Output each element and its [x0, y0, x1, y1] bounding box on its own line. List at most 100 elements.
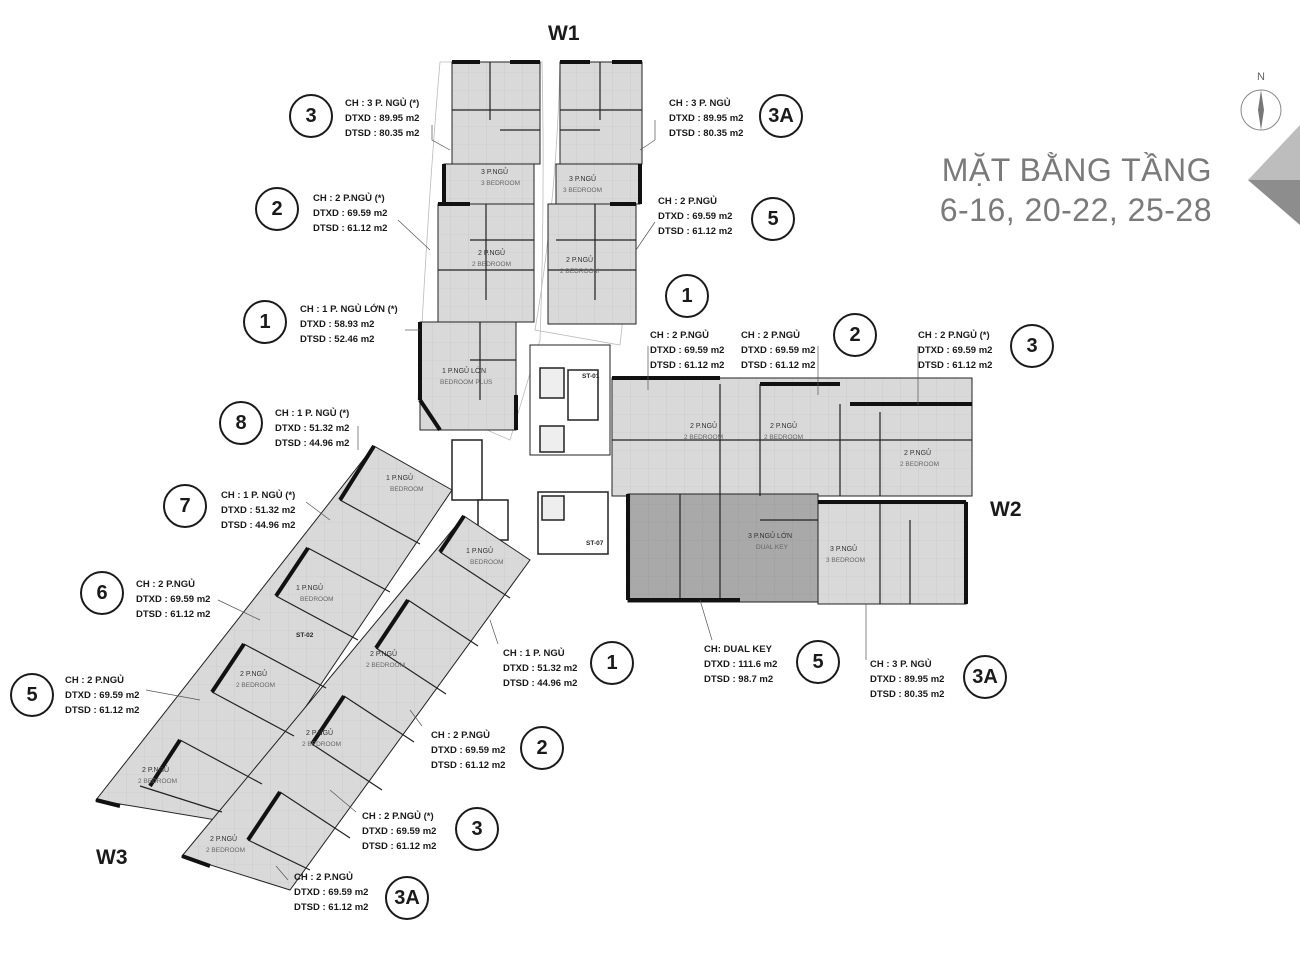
- unit-badge: 3A: [759, 94, 803, 138]
- unit-info: CH : 2 P.NGỦ (*) DTXD : 69.59 m2 DTSD : …: [313, 191, 387, 236]
- unit-dtsd: DTSD : 61.12 m2: [294, 902, 369, 913]
- room-label: 2 P.NGỦ: [690, 421, 717, 430]
- unit-info: CH : 2 P.NGỦ DTXD : 69.59 m2 DTSD : 61.1…: [658, 194, 732, 239]
- unit-badge: 5: [10, 673, 54, 717]
- unit-dtxd: DTXD : 89.95 m2: [345, 113, 420, 124]
- room-label: 2 P.NGỦ: [478, 248, 505, 257]
- unit-dtxd: DTXD : 69.59 m2: [136, 594, 211, 605]
- unit-info: CH : 2 P.NGỦ DTXD : 69.59 m2 DTSD : 61.1…: [741, 328, 815, 373]
- unit-dtsd: DTSD : 80.35 m2: [345, 128, 420, 139]
- unit-info: CH : 3 P. NGỦ DTXD : 89.95 m2 DTSD : 80.…: [870, 657, 944, 702]
- room-label-en: BEDROOM: [470, 559, 504, 566]
- stair-label: ST-07: [586, 540, 604, 547]
- room-label: 3 P.NGỦ: [481, 167, 508, 176]
- wing-label-w2: W2: [990, 498, 1022, 521]
- unit-info: CH : 3 P. NGỦ DTXD : 89.95 m2 DTSD : 80.…: [669, 96, 743, 141]
- unit-type: CH : 2 P.NGỦ: [741, 330, 800, 341]
- room-label: 1 P.NGỦ: [296, 583, 323, 592]
- unit-badge: 6: [80, 571, 124, 615]
- room-label: 2 P.NGỦ: [370, 649, 397, 658]
- unit-dtsd: DTSD : 44.96 m2: [221, 520, 296, 531]
- unit-dtxd: DTXD : 69.59 m2: [431, 745, 506, 756]
- unit-dtxd: DTXD : 89.95 m2: [669, 113, 744, 124]
- unit-type: CH : 2 P.NGỦ: [136, 579, 195, 590]
- room-label: 1 P.NGỦ: [386, 473, 413, 482]
- unit-badge: 7: [163, 484, 207, 528]
- room-label-en: 2 BEDROOM: [472, 261, 511, 268]
- unit-badge: 8: [219, 401, 263, 445]
- unit-dtxd: DTXD : 58.93 m2: [300, 319, 375, 330]
- room-label-en: 2 BEDROOM: [900, 461, 939, 468]
- unit-badge: 3A: [385, 876, 429, 920]
- stair-label: ST-02: [296, 632, 314, 639]
- wing-w2: 2 P.NGỦ 2 BEDROOM 2 P.NGỦ 2 BEDROOM 2 P.…: [611, 376, 973, 605]
- unit-dtsd: DTSD : 61.12 m2: [650, 360, 725, 371]
- arrow-decoration-icon: [1248, 125, 1300, 225]
- unit-dtsd: DTSD : 44.96 m2: [275, 438, 350, 449]
- unit-dtsd: DTSD : 61.12 m2: [741, 360, 816, 371]
- unit-dtxd: DTXD : 69.59 m2: [658, 211, 733, 222]
- unit-dtsd: DTSD : 80.35 m2: [669, 128, 744, 139]
- unit-info: CH : 2 P.NGỦ DTXD : 69.59 m2 DTSD : 61.1…: [136, 577, 210, 622]
- unit-dtsd: DTSD : 61.12 m2: [431, 760, 506, 771]
- unit-type: CH : 2 P.NGỦ (*): [362, 811, 434, 822]
- north-compass-icon: N: [1240, 71, 1282, 131]
- unit-dtsd: DTSD : 61.12 m2: [136, 609, 211, 620]
- unit-info: CH : 2 P.NGỦ DTXD : 69.59 m2 DTSD : 61.1…: [650, 328, 724, 373]
- unit-type: CH : 2 P.NGỦ: [658, 196, 717, 207]
- room-label-en: BEDROOM: [390, 486, 424, 493]
- unit-badge: 5: [751, 197, 795, 241]
- unit-dtxd: DTXD : 69.59 m2: [650, 345, 725, 356]
- unit-type: CH : 1 P. NGỦ (*): [275, 408, 350, 419]
- room-label-en: 2 BEDROOM: [206, 847, 245, 854]
- unit-info: CH : 1 P. NGỦ DTXD : 51.32 m2 DTSD : 44.…: [503, 646, 577, 691]
- room-label: 2 P.NGỦ: [904, 448, 931, 457]
- title-line-2: 6-16, 20-22, 25-28: [939, 192, 1212, 228]
- unit-type: CH : 2 P.NGỦ (*): [313, 193, 385, 204]
- unit-type: CH : 2 P.NGỦ (*): [918, 330, 990, 341]
- unit-type: CH: DUAL KEY: [704, 644, 772, 655]
- stair-label: ST-01: [582, 373, 600, 380]
- unit-type: CH : 2 P.NGỦ: [65, 675, 124, 686]
- wing-label-w3: W3: [96, 846, 128, 869]
- unit-dtxd: DTXD : 69.59 m2: [918, 345, 993, 356]
- unit-badge: 5: [796, 640, 840, 684]
- unit-info: CH : 2 P.NGỦ (*) DTXD : 69.59 m2 DTSD : …: [918, 328, 992, 373]
- title-line-1: MẶT BẰNG TẦNG: [941, 152, 1212, 188]
- room-label-en: DUAL KEY: [756, 544, 789, 551]
- unit-badge: 2: [520, 726, 564, 770]
- room-label-en: 3 BEDROOM: [563, 187, 602, 194]
- compass-label: N: [1257, 71, 1265, 83]
- unit-type: CH : 1 P. NGỦ (*): [221, 490, 296, 501]
- unit-dtsd: DTSD : 44.96 m2: [503, 678, 578, 689]
- unit-dtxd: DTXD : 111.6 m2: [704, 659, 778, 670]
- unit-badge: 1: [590, 641, 634, 685]
- unit-type: CH : 3 P. NGỦ: [669, 98, 731, 109]
- unit-dtxd: DTXD : 69.59 m2: [362, 826, 437, 837]
- unit-info: CH : 2 P.NGỦ DTXD : 69.59 m2 DTSD : 61.1…: [65, 673, 139, 718]
- unit-type: CH : 1 P. NGỦ: [503, 648, 565, 659]
- unit-badge: 2: [833, 313, 877, 357]
- room-label-en: 2 BEDROOM: [684, 434, 723, 441]
- room-label-en: 2 BEDROOM: [302, 741, 341, 748]
- room-label: 2 P.NGỦ: [306, 728, 333, 737]
- room-label: 3 P.NGỦ: [569, 174, 596, 183]
- unit-type: CH : 2 P.NGỦ: [294, 872, 353, 883]
- room-label: 3 P.NGỦ LỚN: [748, 531, 792, 540]
- unit-dtsd: DTSD : 61.12 m2: [65, 705, 140, 716]
- room-label-en: 2 BEDROOM: [138, 778, 177, 785]
- unit-info: CH : 1 P. NGỦ LỚN (*) DTXD : 58.93 m2 DT…: [300, 302, 398, 347]
- unit-dtxd: DTXD : 89.95 m2: [870, 674, 945, 685]
- room-label-en: 3 BEDROOM: [481, 180, 520, 187]
- page-title: MẶT BẰNG TẦNG 6-16, 20-22, 25-28: [940, 150, 1212, 230]
- room-label-en: BEDROOM PLUS: [440, 379, 493, 386]
- unit-type: CH : 2 P.NGỦ: [431, 730, 490, 741]
- unit-badge: 3: [1010, 324, 1054, 368]
- unit-info: CH : 1 P. NGỦ (*) DTXD : 51.32 m2 DTSD :…: [221, 488, 295, 533]
- unit-dtxd: DTXD : 51.32 m2: [275, 423, 350, 434]
- unit-dtsd: DTSD : 61.12 m2: [313, 223, 388, 234]
- room-label: 3 P.NGỦ: [830, 544, 857, 553]
- unit-dtsd: DTSD : 61.12 m2: [658, 226, 733, 237]
- room-label-en: 2 BEDROOM: [764, 434, 803, 441]
